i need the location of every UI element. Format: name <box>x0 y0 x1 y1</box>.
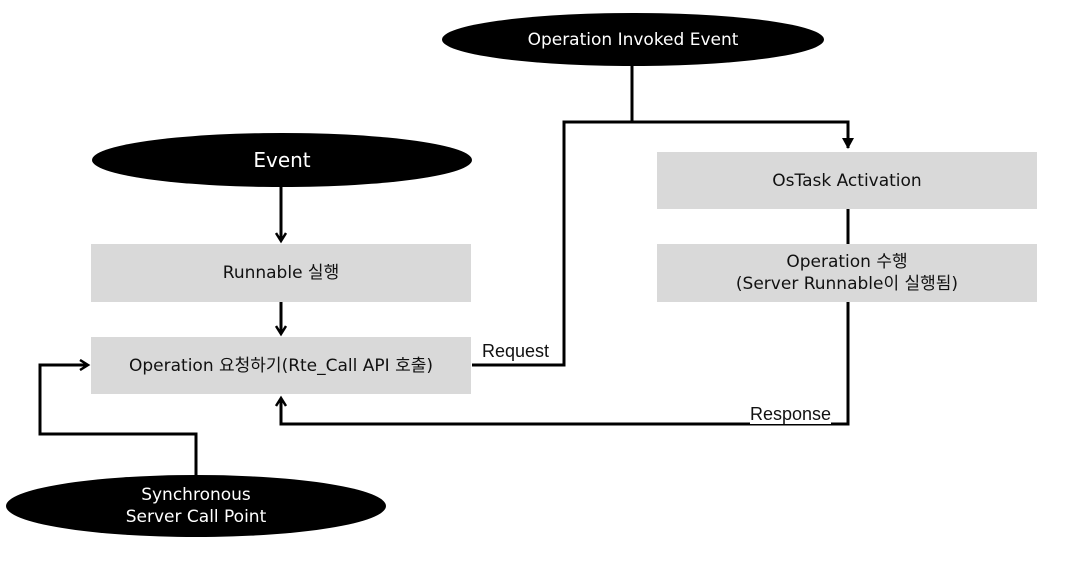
response-edge-label: Response <box>750 404 832 424</box>
synchronous-server-call-point-node: Synchronous Server Call Point <box>6 475 386 537</box>
arrow-sync-point-to-request <box>38 365 198 478</box>
ostask-activation-box: OsTask Activation <box>657 152 1037 209</box>
ostask-activation-label: OsTask Activation <box>772 170 922 191</box>
operation-perform-box: Operation 수행 (Server Runnable이 실행됨) <box>657 244 1037 302</box>
runnable-exec-box: Runnable 실행 <box>91 244 471 302</box>
arrow-request-to-ostask <box>472 120 854 367</box>
operation-invoked-event-label: Operation Invoked Event <box>527 29 739 50</box>
operation-perform-label-line2: (Server Runnable이 실행됨) <box>735 274 959 294</box>
request-edge-label: Request <box>482 341 550 361</box>
operation-invoked-event-node: Operation Invoked Event <box>442 13 824 66</box>
event-label: Event <box>253 148 311 172</box>
sync-point-label-line1: Synchronous <box>141 485 251 505</box>
sync-point-label-line2: Server Call Point <box>125 507 267 527</box>
operation-request-label: Operation 요청하기(Rte_Call API 호출) <box>129 355 433 376</box>
runnable-exec-label: Runnable 실행 <box>222 263 340 283</box>
operation-request-box: Operation 요청하기(Rte_Call API 호출) <box>91 337 471 394</box>
operation-perform-label-line1: Operation 수행 <box>786 252 908 272</box>
arrow-response-to-request <box>281 302 850 426</box>
event-node: Event <box>92 133 472 187</box>
